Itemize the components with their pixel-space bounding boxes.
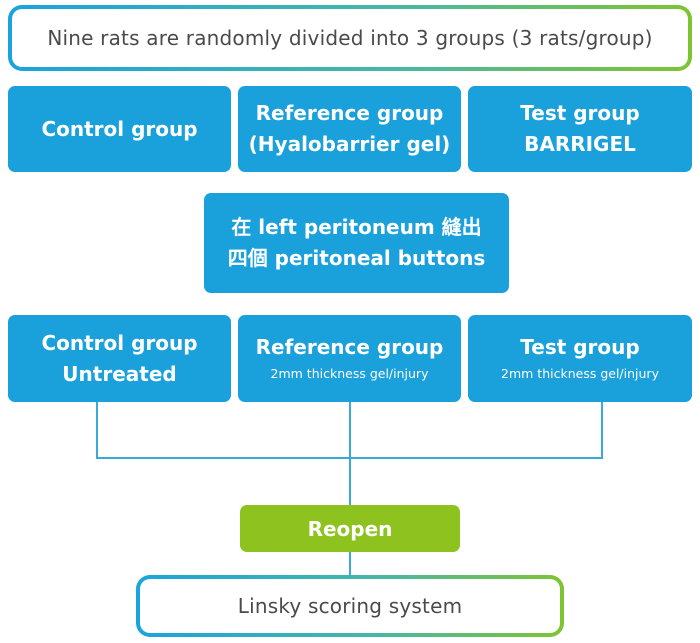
test-group-label: Test group [520,101,640,125]
test-treatment-box: Test group 2mm thickness gel/injury [468,315,692,402]
control-treatment-label: Control group [41,330,198,355]
scoring-box: Linsky scoring system [136,575,564,637]
study-design-text: Nine rats are randomly divided into 3 gr… [47,26,653,50]
scoring-text: Linsky scoring system [237,594,463,618]
control-treatment-detail: Untreated [62,361,177,386]
test-group-material: BARRIGEL [524,132,636,156]
procedure-box: 在 left peritoneum 縫出 四個 peritoneal butto… [204,193,509,293]
control-treatment-box: Control group Untreated [8,315,231,402]
test-treatment-detail: 2mm thickness gel/injury [501,366,659,381]
reference-group-material: (Hyalobarrier gel) [248,132,451,156]
study-design-box: Nine rats are randomly divided into 3 gr… [8,5,692,71]
test-treatment-label: Test group [520,335,640,359]
reference-treatment-box: Reference group 2mm thickness gel/injury [238,315,461,402]
reopen-label: Reopen [307,516,393,541]
reference-treatment-label: Reference group [255,335,444,359]
reference-group-label: Reference group [255,101,444,125]
test-group-box: Test group BARRIGEL [468,86,692,172]
control-group-label: Control group [41,116,198,141]
reference-treatment-detail: 2mm thickness gel/injury [270,366,429,381]
reopen-box: Reopen [240,505,460,552]
reference-group-box: Reference group (Hyalobarrier gel) [238,86,461,172]
control-group-box: Control group [8,86,231,172]
procedure-line-2: 四個 peritoneal buttons [227,246,486,270]
procedure-line-1: 在 left peritoneum 縫出 [231,215,482,239]
